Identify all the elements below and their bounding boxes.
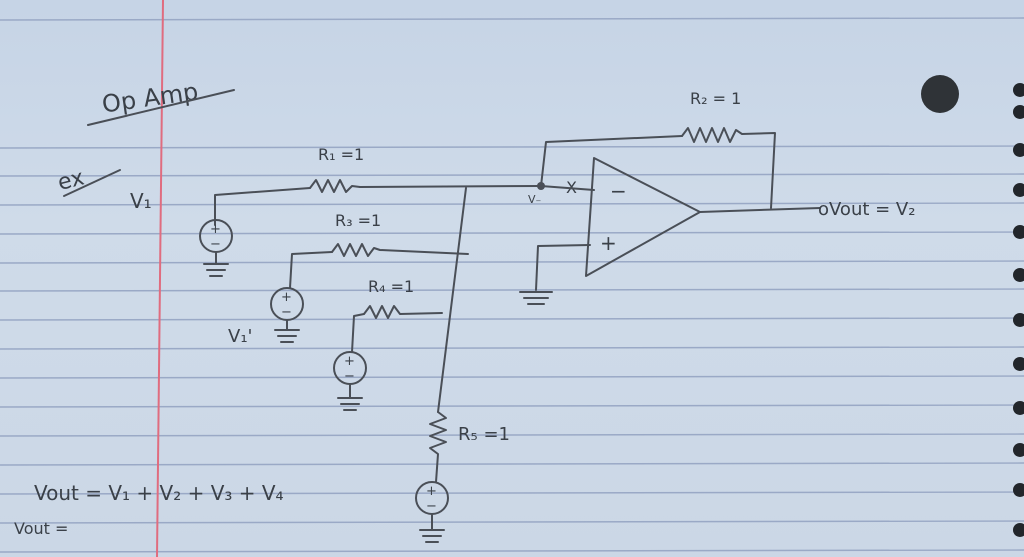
ground-opamp <box>519 291 553 305</box>
wire-node-to-minus <box>540 185 595 191</box>
bus-wire <box>437 187 467 413</box>
resistor-r3 <box>331 243 469 257</box>
heading-underline <box>87 89 235 126</box>
resistor-r5 <box>429 411 447 483</box>
ground-v5 <box>419 513 445 543</box>
label-v1-prime: V₁' <box>228 326 252 347</box>
label-v1: V₁ <box>130 189 152 213</box>
wire-plus-to-ground <box>535 244 591 291</box>
label-r2: R₂ = 1 <box>690 89 741 108</box>
source-v4-plus: + <box>344 354 355 369</box>
source-v4-minus: − <box>344 369 355 384</box>
resistor-r1 <box>309 179 361 193</box>
margin-line <box>156 0 164 557</box>
wire-v4 <box>351 313 365 353</box>
equation-line-1: Vout = V₁ + V₂ + V₃ + V₄ <box>34 481 284 505</box>
output-wire <box>699 207 821 213</box>
source-v1prime-minus: − <box>281 305 292 320</box>
ground-v1 <box>203 251 229 277</box>
source-v1-plus: + <box>210 222 221 237</box>
source-v5-minus: − <box>426 499 437 514</box>
op-amp-plus: + <box>600 231 617 255</box>
example-underline <box>63 169 121 197</box>
equation-line-2: Vout = <box>14 519 68 538</box>
ground-v4 <box>337 383 363 411</box>
source-v1prime-plus: + <box>281 290 292 305</box>
feedback-wire <box>540 135 683 187</box>
heading-title: Op Amp <box>100 77 200 118</box>
label-r3: R₃ =1 <box>335 211 381 230</box>
ruled-lines <box>0 17 1024 553</box>
example-label: ex <box>55 165 86 196</box>
wire-r1-to-node <box>359 185 541 188</box>
source-v5-plus: + <box>426 484 437 499</box>
label-vout: oVout = V₂ <box>818 199 915 220</box>
ground-v1prime <box>274 319 300 343</box>
label-r4: R₄ =1 <box>368 277 414 296</box>
wire-v1prime <box>289 251 333 289</box>
label-vminus: V₋ <box>528 193 542 206</box>
op-amp-minus: − <box>610 179 627 203</box>
resistor-r2 <box>681 127 776 209</box>
label-r5: R₅ =1 <box>458 424 510 445</box>
op-amp-triangle <box>585 157 701 277</box>
label-r1: R₁ =1 <box>318 145 364 164</box>
wire-v1 <box>214 187 311 226</box>
source-v1-minus: − <box>210 237 221 252</box>
binder-holes <box>921 75 1024 537</box>
resistor-r4 <box>363 305 443 319</box>
